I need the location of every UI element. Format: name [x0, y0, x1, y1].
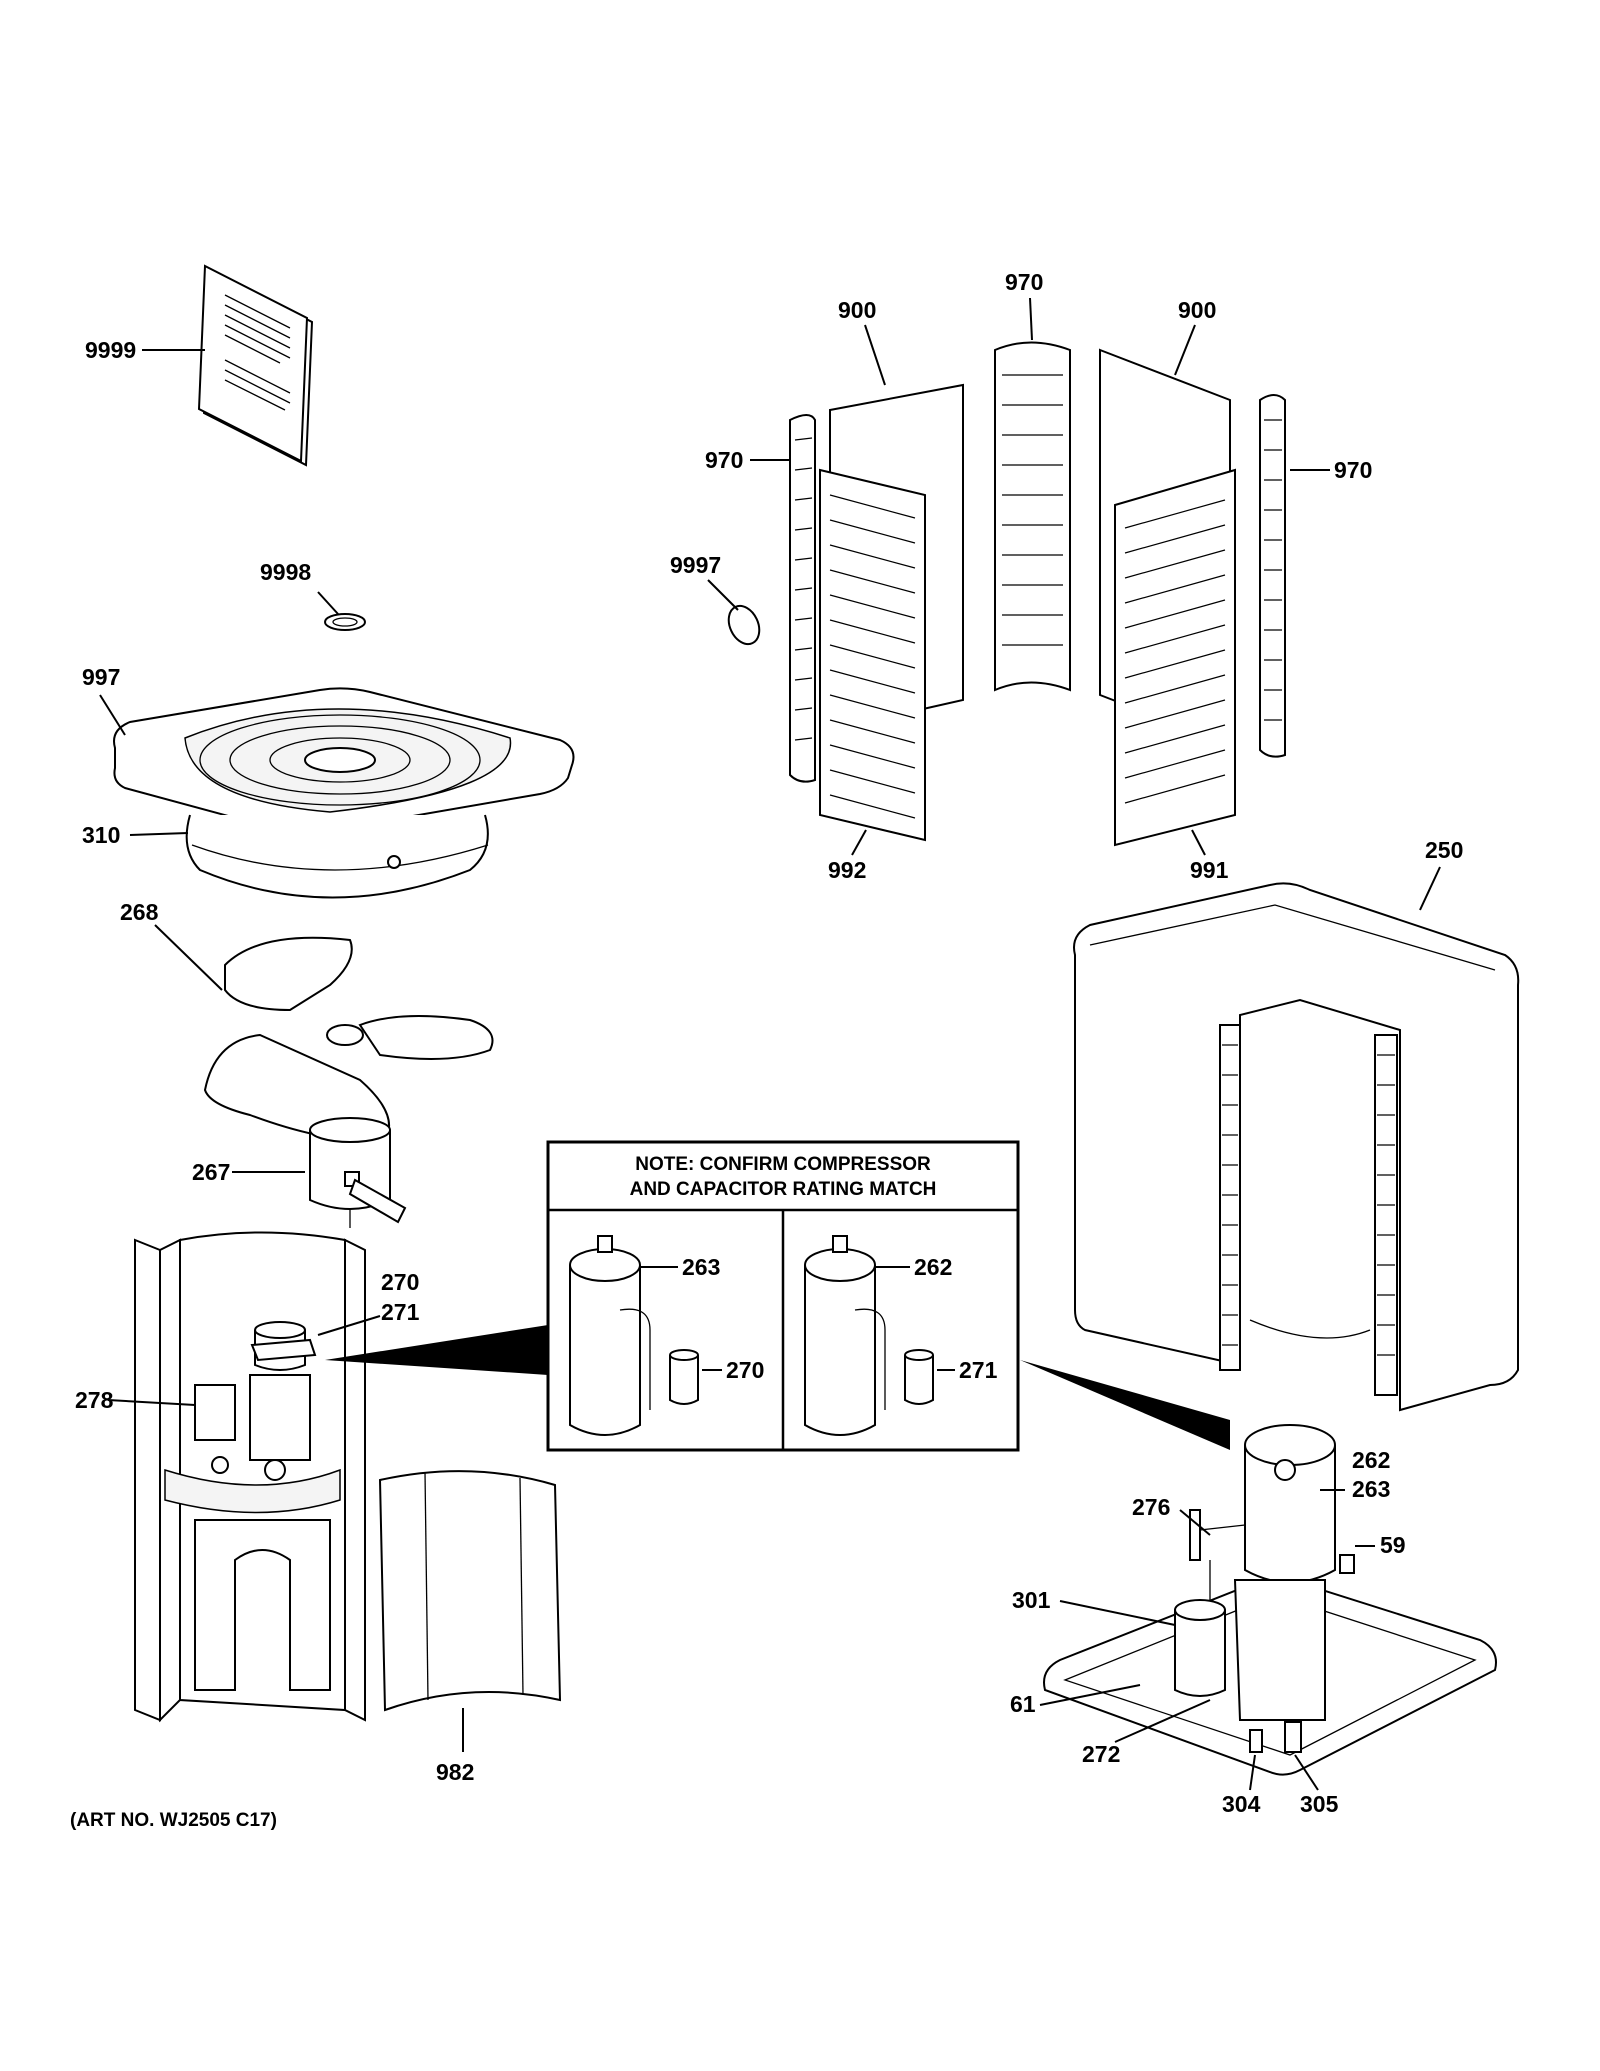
- badge-illustration: [324, 613, 366, 631]
- label-304: 304: [1222, 1791, 1261, 1817]
- label-991: 991: [1190, 857, 1229, 883]
- note-line-2: AND CAPACITOR RATING MATCH: [630, 1179, 937, 1200]
- callout-wedge-right: [1020, 1360, 1230, 1450]
- label-970-left: 970: [705, 447, 743, 473]
- label-61: 61: [1010, 1691, 1036, 1717]
- label-982: 982: [436, 1759, 474, 1785]
- manual-illustration: [197, 264, 314, 467]
- label-301: 301: [1012, 1587, 1051, 1613]
- label-263: 263: [1352, 1476, 1390, 1502]
- label-267: 267: [192, 1159, 230, 1185]
- label-9999: 9999: [85, 337, 136, 363]
- label-310: 310: [82, 822, 120, 848]
- label-970-right: 970: [1334, 457, 1372, 483]
- access-panel-illustration: [378, 1470, 562, 1712]
- label-9998: 9998: [260, 559, 311, 585]
- label-9997: 9997: [670, 552, 721, 578]
- label-900-right: 900: [1178, 297, 1216, 323]
- note-line-1: NOTE: CONFIRM COMPRESSOR: [635, 1154, 931, 1175]
- callout-wedge-left: [325, 1325, 548, 1375]
- fan-blade-illustration: [203, 936, 494, 1142]
- label-59: 59: [1380, 1532, 1406, 1558]
- label-970-top: 970: [1005, 269, 1043, 295]
- label-278: 278: [75, 1387, 114, 1413]
- note-box: NOTE: CONFIRM COMPRESSOR AND CAPACITOR R…: [546, 1140, 1020, 1452]
- art-number: (ART NO. WJ2505 C17): [70, 1810, 277, 1831]
- label-900-left: 900: [838, 297, 876, 323]
- cabinet-panels-illustration: [727, 341, 1286, 847]
- label-276: 276: [1132, 1494, 1170, 1520]
- note-right-compressor: 262: [914, 1254, 952, 1280]
- label-305: 305: [1300, 1791, 1339, 1817]
- compressor-base-illustration: [1043, 1424, 1497, 1776]
- label-272: 272: [1082, 1741, 1120, 1767]
- top-grille-illustration: [113, 687, 575, 899]
- label-262: 262: [1352, 1447, 1390, 1473]
- label-250: 250: [1425, 837, 1463, 863]
- label-271: 271: [381, 1299, 420, 1325]
- note-left-compressor: 263: [682, 1254, 720, 1280]
- label-997: 997: [82, 664, 120, 690]
- note-right-capacitor: 271: [959, 1357, 998, 1383]
- fan-motor-illustration: [309, 1117, 407, 1228]
- label-270: 270: [381, 1269, 419, 1295]
- label-992: 992: [828, 857, 866, 883]
- label-268: 268: [120, 899, 159, 925]
- condenser-coil-illustration: [1073, 882, 1520, 1412]
- note-left-capacitor: 270: [726, 1357, 764, 1383]
- control-panel-illustration: [134, 1231, 366, 1723]
